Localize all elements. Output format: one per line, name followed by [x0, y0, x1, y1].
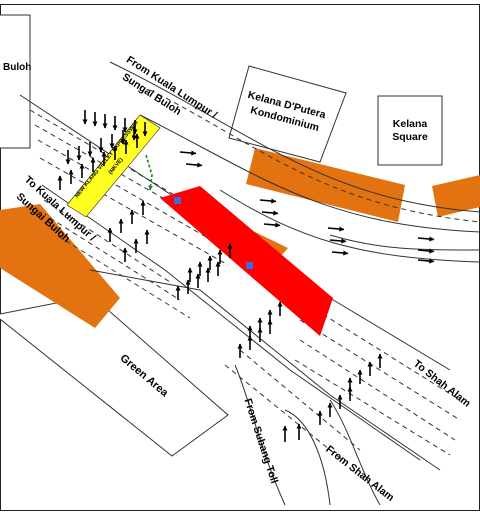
road-upper-north-edge	[109, 61, 480, 213]
arrow-icon	[417, 236, 435, 242]
traffic-arrows	[57, 110, 435, 442]
road-edge-south	[89, 269, 441, 471]
kelana-square-label-line2: Square	[392, 131, 428, 143]
road-subang-edge2	[284, 409, 331, 506]
from-subang-toll-label: From Subang Toll	[241, 397, 280, 485]
buloh-label: Buloh	[3, 62, 31, 73]
marker-icon	[174, 197, 181, 204]
arrow-icon	[185, 162, 203, 168]
arrow-icon	[259, 198, 277, 204]
arrow-icon	[329, 238, 347, 244]
road-divider	[41, 184, 421, 461]
green-area-block	[0, 295, 229, 457]
arrow-icon	[263, 222, 281, 228]
marker-icon	[246, 262, 253, 269]
arrow-icon	[417, 248, 435, 254]
road-shahalam-edge	[329, 399, 381, 506]
buloh-block	[0, 14, 31, 149]
road-slip-edge2	[329, 234, 480, 251]
arrow-icon	[179, 150, 197, 156]
station-platform	[160, 186, 333, 336]
walkway-arrow-icon	[145, 154, 153, 191]
building-northeast	[432, 175, 480, 217]
road-subang-edge	[234, 364, 286, 506]
kelana-square-label-line1: Kelana	[393, 118, 428, 130]
road-upper-south-edge	[139, 114, 480, 233]
arrow-icon	[327, 226, 345, 232]
arrow-icon	[331, 250, 349, 256]
arrow-icon	[261, 210, 279, 216]
arrow-icon	[417, 258, 435, 264]
kelana-square-block	[377, 95, 443, 166]
building-north	[246, 148, 405, 222]
kelana-dputera-block	[228, 65, 347, 163]
building-west	[0, 204, 120, 328]
road-slip-edge	[219, 189, 480, 263]
from-shah-alam-label: From Shah Alam	[323, 443, 396, 504]
